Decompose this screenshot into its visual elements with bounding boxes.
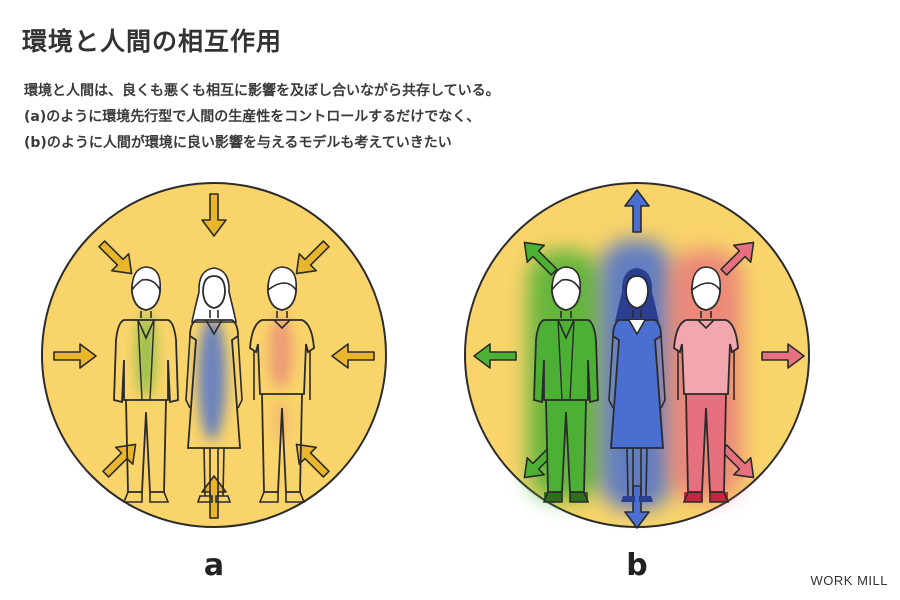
page-title: 環境と人間の相互作用 bbox=[22, 27, 283, 56]
panel-b-person-man bbox=[533, 266, 599, 503]
panel-a-label: a bbox=[203, 548, 225, 583]
description-line-1: 環境と人間は、良くも悪くも相互に影響を及ぼし合いながら共存している。 bbox=[24, 83, 500, 99]
brand-logo: WORK MILL bbox=[810, 573, 888, 588]
panel-b-label: b bbox=[626, 548, 648, 583]
description-line-2: (a)のように環境先行型で人間の生産性をコントロールするだけでなく、 bbox=[24, 109, 481, 125]
panel-b bbox=[464, 182, 810, 529]
description-line-3: (b)のように人間が環境に良い影響を与えるモデルも考えていきたい bbox=[24, 135, 452, 151]
panel-b-person-casual bbox=[673, 266, 739, 503]
description: 環境と人間は、良くも悪くも相互に影響を及ぼし合いながら共存している。 (a)のよ… bbox=[24, 78, 500, 156]
panel-a bbox=[41, 182, 387, 528]
panel-b-person-woman bbox=[608, 268, 666, 502]
